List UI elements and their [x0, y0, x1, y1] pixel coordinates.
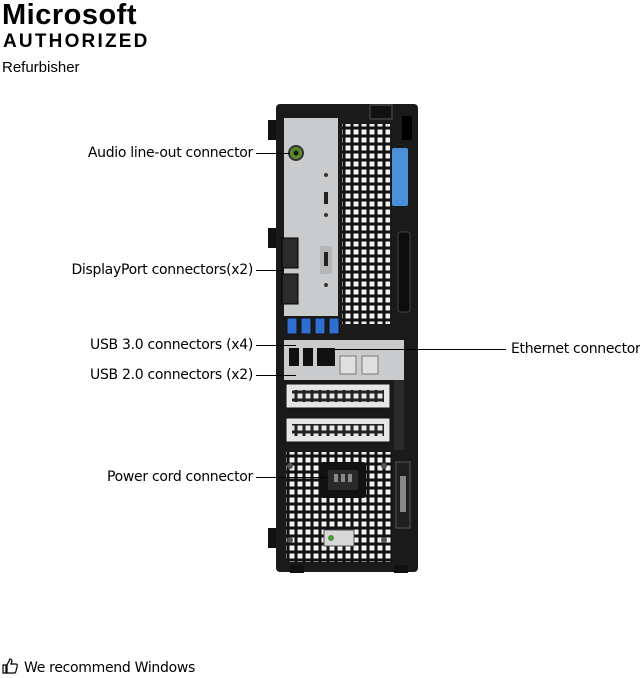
thumbs-up-icon	[2, 658, 18, 678]
label-audio-line-out: Audio line-out connector	[87, 145, 253, 161]
label-power-cord: Power cord connector	[106, 469, 253, 485]
leader-line-power	[256, 477, 326, 478]
footer-recommend: We recommend Windows	[2, 658, 195, 678]
brand-authorized: AUTHORIZED	[3, 31, 150, 52]
leader-line-usb2	[256, 375, 296, 376]
usb2-2	[303, 348, 313, 366]
leader-line-ethernet	[330, 349, 506, 350]
leader-line-audio	[256, 153, 290, 154]
label-usb2: USB 2.0 connectors (x2)	[90, 367, 253, 383]
ethernet-port	[317, 348, 335, 366]
usb3-1	[286, 317, 298, 335]
label-displayport: DisplayPort connectors(x2)	[71, 262, 253, 278]
label-ethernet: Ethernet connector	[511, 341, 640, 357]
footer-text: We recommend Windows	[24, 660, 196, 676]
leader-line-displayport	[256, 270, 284, 271]
usb3-4	[328, 317, 340, 335]
usb3-3	[314, 317, 326, 335]
top-vent	[342, 124, 390, 324]
label-usb3: USB 3.0 connectors (x4)	[90, 337, 253, 353]
usb3-2	[300, 317, 312, 335]
displayport-1	[281, 237, 299, 269]
brand-refurbisher: Refurbisher	[2, 59, 80, 76]
displayport-2	[281, 273, 299, 305]
leader-line-usb3	[256, 345, 296, 346]
brand-microsoft: Microsoft	[2, 0, 137, 31]
blue-latch	[392, 148, 408, 206]
usb2-1	[289, 348, 299, 366]
